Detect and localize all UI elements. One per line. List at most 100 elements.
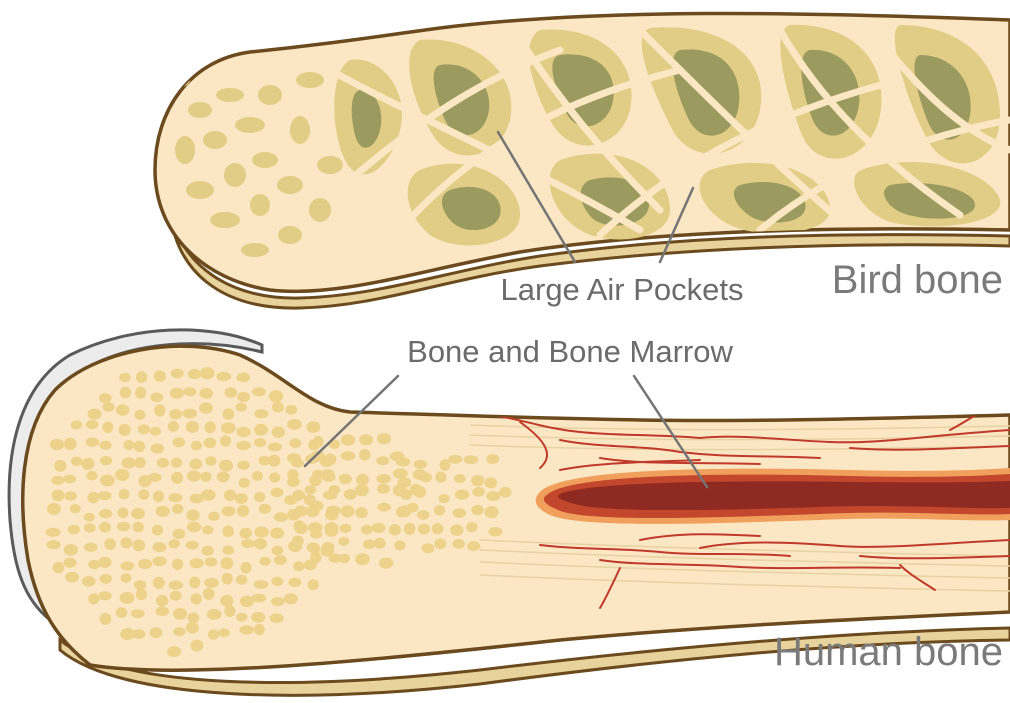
spongy-bone-cell: [389, 524, 401, 535]
spongy-bone-cell: [432, 523, 444, 534]
spongy-bone-cell: [237, 461, 250, 470]
spongy-bone-cell: [68, 525, 80, 534]
spongy-bone-cell: [50, 439, 64, 450]
spongy-bone-cell: [186, 541, 199, 550]
spongy-bone-cell: [170, 591, 182, 601]
spongy-bone-cell: [167, 646, 181, 657]
spongy-bone-cell: [271, 488, 284, 498]
spongy-bone-cell: [183, 409, 198, 419]
spongy-bone-cell: [254, 580, 269, 589]
spongy-bone-cell: [100, 574, 112, 584]
spongy-bone-cell: [240, 528, 252, 539]
spongy-bone-cell: [225, 387, 238, 398]
spongy-bone-cell: [241, 539, 255, 548]
spongy-bone-cell: [289, 438, 301, 448]
spongy-bone-cell: [70, 504, 81, 513]
spongy-bone-cell: [254, 409, 268, 418]
spongy-bone-cell: [187, 470, 201, 481]
spongy-bone-cell: [156, 595, 168, 607]
spongy-bone-cell: [151, 443, 164, 453]
spongy-bone-cell: [393, 468, 408, 478]
spongy-bone-cell: [339, 524, 351, 533]
spongy-bone-cell: [440, 459, 451, 471]
bird-bone: Bird bone: [155, 13, 1010, 308]
spongy-bone-cell: [404, 523, 416, 535]
spongy-bone-cell: [292, 490, 305, 501]
spongy-bone-cell: [339, 474, 352, 485]
spongy-bone-cell: [308, 579, 319, 590]
spongy-bone-cell: [84, 523, 96, 532]
spongy-bone-cell: [156, 506, 170, 517]
spongy-bone-cell: [310, 552, 321, 564]
spongy-bone-cell: [434, 505, 445, 516]
spongy-bone-cell: [453, 508, 466, 518]
spongy-bone-cell: [341, 451, 356, 461]
spongy-bone-cell: [168, 493, 182, 502]
spongy-bone-cell: [191, 640, 204, 652]
spongy-bone-cell: [499, 487, 511, 498]
spongy-bone-cell: [186, 622, 199, 634]
spongy-bone-cell: [455, 490, 470, 500]
spongy-bone-cell: [203, 588, 215, 600]
spongy-bone-cell: [133, 441, 145, 452]
spongy-bone-cell: [270, 613, 284, 623]
spongy-bone-cell: [454, 474, 466, 483]
spongy-bone-cell: [52, 490, 65, 502]
spongy-bone-cell: [310, 501, 324, 511]
spongy-bone-cell: [64, 491, 77, 501]
spongy-bone-cell: [439, 494, 450, 503]
spongy-bone-cell: [241, 562, 252, 574]
spongy-bone-cell: [199, 403, 213, 414]
spongy-bone-cell: [88, 593, 99, 604]
spongy-bone-cell: [308, 522, 323, 533]
spongy-bone-cell: [325, 525, 339, 537]
spongy-bone-cell: [120, 561, 134, 570]
spongy-bone-cell: [205, 456, 216, 465]
spongy-bone-cell: [207, 609, 222, 620]
spongy-bone-cell: [239, 478, 250, 488]
spongy-bone-cell: [397, 478, 411, 488]
spongy-bone-cell: [338, 537, 349, 546]
spongy-bone-cell: [254, 538, 267, 549]
spongy-bone-cell: [453, 539, 465, 549]
spongy-bone-cell: [98, 557, 111, 568]
spongy-bone-cell: [135, 410, 146, 420]
spongy-bone-cell: [136, 588, 147, 600]
spongy-bone-cell: [235, 493, 248, 504]
spongy-bone-cell: [138, 559, 152, 569]
spongy-bone-cell: [464, 455, 479, 464]
spongy-bone-cell: [467, 541, 480, 551]
spongy-bone-cell: [188, 369, 201, 379]
spongy-bone-cell: [119, 424, 131, 436]
spongy-bone-cell: [307, 543, 319, 553]
spongy-bone-cell: [237, 505, 249, 517]
spongy-bone-cell: [115, 469, 129, 481]
spongy-bone-cell: [221, 557, 234, 569]
spongy-bone-cell: [53, 562, 65, 573]
spongy-bone-cell: [269, 390, 283, 402]
spongy-bone-cell: [254, 492, 265, 502]
spongy-bone-cell: [420, 473, 432, 483]
spongy-bone-cell: [184, 387, 197, 396]
spongy-bone-cell: [222, 526, 234, 538]
spongy-bone-cell: [81, 458, 94, 470]
spongy-bone-cell: [270, 528, 284, 539]
spongy-bone-cell: [239, 625, 254, 634]
spongy-bone-cell: [486, 454, 499, 464]
spongy-bone-cell: [189, 459, 202, 470]
spongy-bone-cell: [254, 527, 269, 538]
spongy-bone-cell: [71, 421, 83, 430]
spongy-bone-cell: [295, 505, 308, 516]
spongy-bone-cell: [191, 593, 202, 604]
spongy-bone-cell: [377, 503, 391, 512]
spongy-bone-cell: [171, 472, 183, 484]
spongy-bone-cell: [268, 455, 280, 467]
spongy-bone-cell: [471, 505, 483, 515]
spongy-bone-cell: [99, 509, 112, 518]
spongy-bone-cell: [326, 506, 341, 516]
spongy-bone-cell: [173, 529, 186, 540]
spongy-bone-cell: [47, 540, 61, 549]
spongy-bone-cell: [339, 554, 350, 563]
spongy-bone-cell: [379, 558, 394, 569]
